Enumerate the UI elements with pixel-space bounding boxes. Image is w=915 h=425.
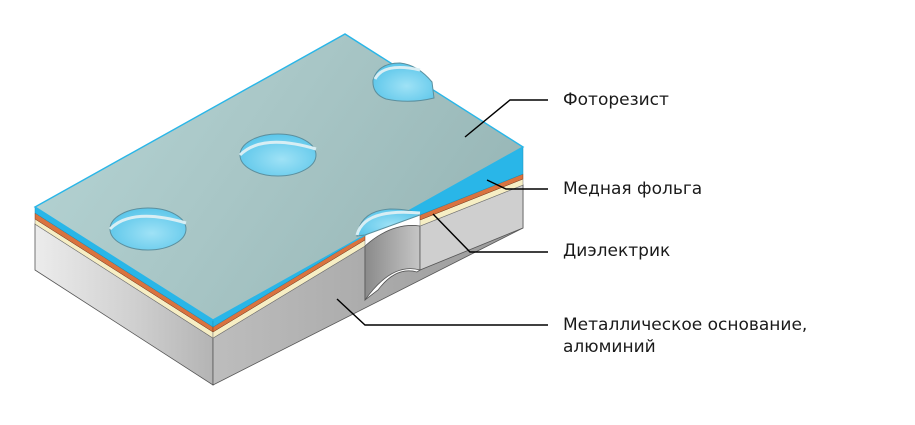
label-copper-foil: Медная фольга xyxy=(563,179,703,199)
leader-lines xyxy=(336,99,548,326)
leader-dielectric xyxy=(432,213,548,253)
label-photoresist: Фоторезист xyxy=(563,90,669,110)
label-dielectric: Диэлектрик xyxy=(563,241,671,261)
leader-base xyxy=(336,298,548,326)
leader-photoresist xyxy=(464,99,548,138)
hole-notch xyxy=(355,208,422,237)
hole-back xyxy=(372,62,435,102)
label-metal-base-line1: Металлическое основание, xyxy=(563,315,808,335)
label-metal-base: Металлическое основание, алюминий xyxy=(563,314,807,358)
label-metal-base-line2: алюминий xyxy=(563,337,656,357)
hole-left xyxy=(108,207,187,251)
hole-center xyxy=(238,133,317,177)
leader-copper xyxy=(486,179,548,190)
